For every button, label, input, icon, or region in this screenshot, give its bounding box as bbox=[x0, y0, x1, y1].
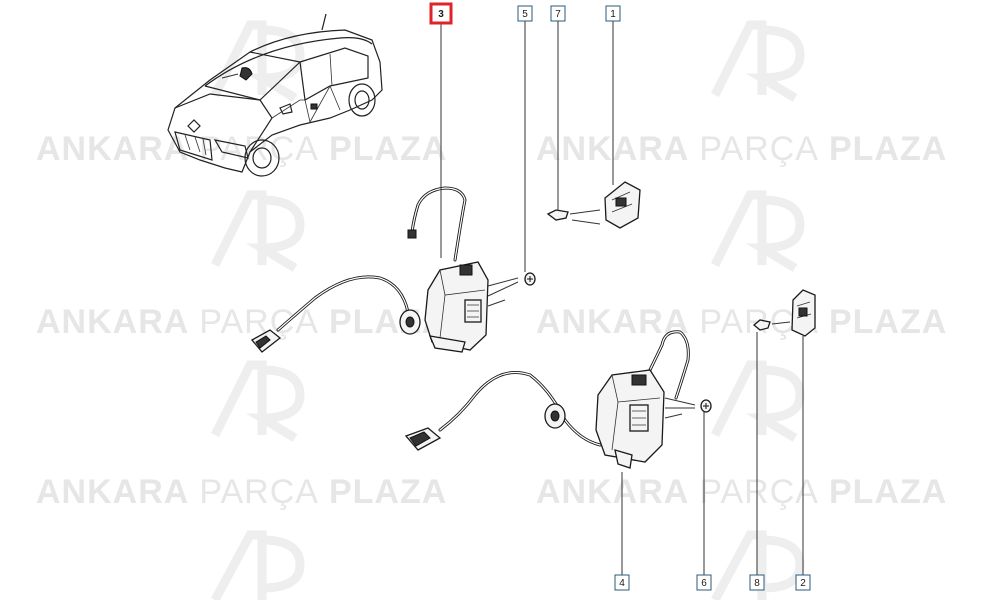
callout-5[interactable]: 5 bbox=[517, 5, 533, 22]
leader-lines bbox=[440, 21, 804, 575]
callout-label: 5 bbox=[522, 9, 528, 20]
callout-label: 2 bbox=[800, 578, 806, 589]
callout-6[interactable]: 6 bbox=[696, 574, 712, 591]
callout-7[interactable]: 7 bbox=[550, 5, 566, 22]
door-lock-actuator-upper bbox=[250, 186, 536, 353]
door-lock-actuator-lower bbox=[404, 330, 712, 469]
callout-label: 1 bbox=[610, 9, 616, 20]
callout-8[interactable]: 8 bbox=[749, 574, 765, 591]
callout-1[interactable]: 1 bbox=[605, 5, 621, 22]
callout-label: 4 bbox=[619, 578, 625, 589]
callout-4[interactable]: 4 bbox=[614, 574, 630, 591]
striker-lower bbox=[752, 289, 816, 337]
callout-label: 7 bbox=[555, 9, 561, 20]
callout-label: 8 bbox=[754, 578, 760, 589]
car-illustration bbox=[167, 13, 383, 177]
callout-label: 6 bbox=[701, 578, 707, 589]
callout-3[interactable]: 3 bbox=[429, 2, 453, 25]
watermark-logo bbox=[210, 20, 805, 600]
striker-upper bbox=[546, 181, 641, 229]
callout-label: 3 bbox=[438, 9, 444, 20]
callout-2[interactable]: 2 bbox=[795, 574, 811, 591]
